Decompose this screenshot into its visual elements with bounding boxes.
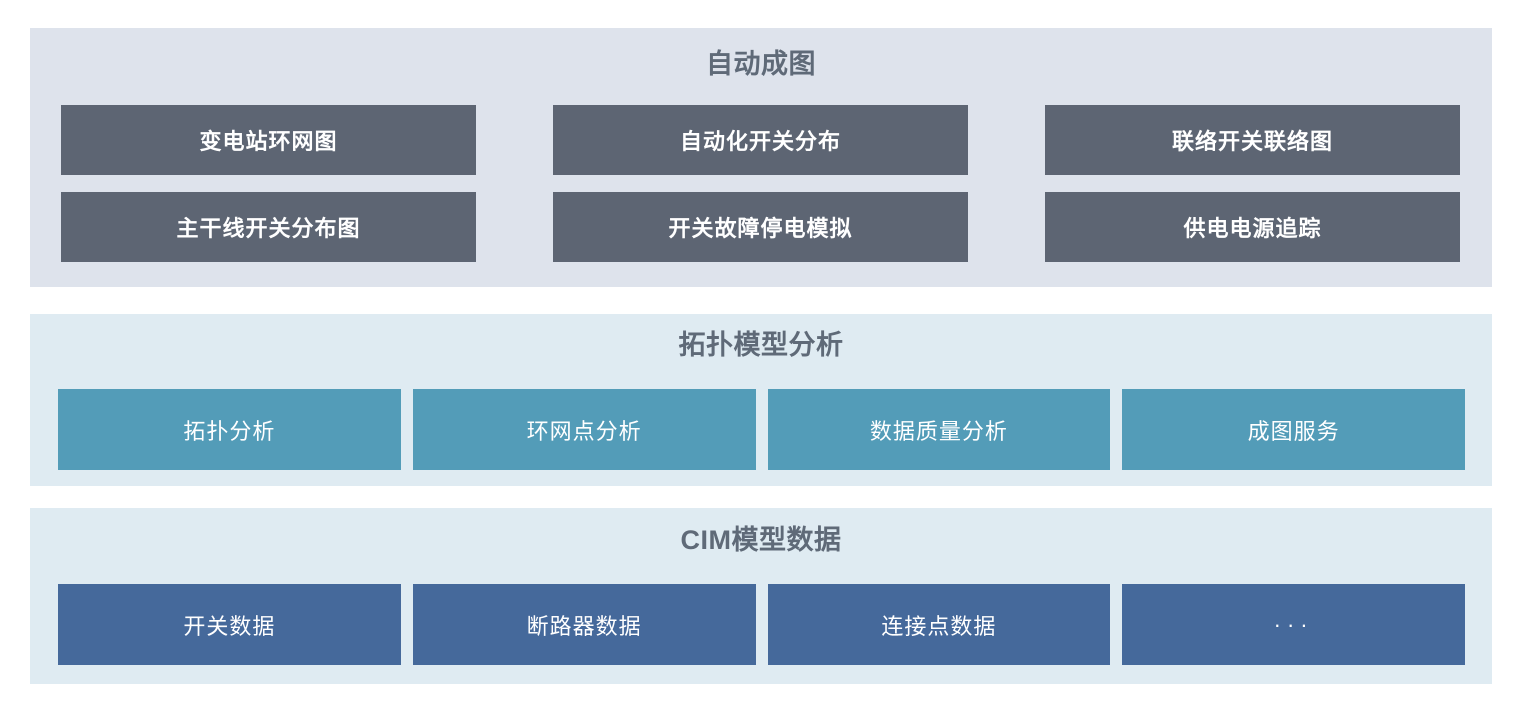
button-label: 拓扑分析	[183, 418, 276, 444]
section-topology-model-analysis: 拓扑模型分析 拓扑分析 环网点分析 数据质量分析 成图服务	[30, 314, 1492, 486]
button-ring-network-point-analysis[interactable]: 环网点分析	[412, 389, 756, 470]
section-auto-mapping: 自动成图 变电站环网图 自动化开关分布 联络开关联络图 主干线开关分布图 开关故…	[30, 28, 1492, 287]
topology-button-grid: 拓扑分析 环网点分析 数据质量分析 成图服务	[58, 389, 1465, 470]
button-trunk-line-switch-distribution-diagram[interactable]: 主干线开关分布图	[61, 192, 476, 262]
button-label: 主干线开关分布图	[176, 216, 361, 241]
button-automation-switch-distribution[interactable]: 自动化开关分布	[553, 105, 968, 175]
button-label: 自动化开关分布	[679, 129, 841, 154]
button-tie-switch-connection-diagram[interactable]: 联络开关联络图	[1045, 105, 1460, 175]
button-mapping-service[interactable]: 成图服务	[1122, 389, 1465, 470]
button-connectivity-node-data[interactable]: 连接点数据	[767, 584, 1111, 665]
section-cim-model-data-title: CIM模型数据	[680, 525, 842, 555]
auto-mapping-button-grid: 变电站环网图 自动化开关分布 联络开关联络图 主干线开关分布图 开关故障停电模拟…	[61, 105, 1461, 262]
cim-button-grid: 开关数据 断路器数据 连接点数据 ···	[58, 584, 1465, 665]
button-label: 开关数据	[183, 613, 276, 639]
button-label: 成图服务	[1247, 418, 1340, 444]
button-power-supply-source-tracing[interactable]: 供电电源追踪	[1045, 192, 1460, 262]
button-label: 环网点分析	[526, 418, 642, 444]
button-topology-analysis[interactable]: 拓扑分析	[58, 389, 401, 470]
button-circuit-breaker-data[interactable]: 断路器数据	[412, 584, 756, 665]
button-label: 联络开关联络图	[1171, 129, 1333, 154]
button-more-data[interactable]: ···	[1122, 584, 1465, 665]
button-label: 断路器数据	[526, 613, 642, 639]
button-switch-data[interactable]: 开关数据	[58, 584, 401, 665]
section-cim-model-data: CIM模型数据 开关数据 断路器数据 连接点数据 ···	[30, 508, 1492, 684]
button-label: 供电电源追踪	[1183, 216, 1322, 241]
button-switch-fault-outage-simulation[interactable]: 开关故障停电模拟	[553, 192, 968, 262]
button-label: 数据质量分析	[869, 418, 1008, 444]
ellipsis-icon: ···	[1273, 611, 1314, 637]
button-label: 变电站环网图	[199, 129, 338, 154]
button-data-quality-analysis[interactable]: 数据质量分析	[767, 389, 1111, 470]
section-auto-mapping-title: 自动成图	[706, 49, 816, 79]
button-label: 开关故障停电模拟	[668, 216, 853, 241]
button-label: 连接点数据	[881, 613, 997, 639]
section-topology-model-analysis-title: 拓扑模型分析	[678, 330, 844, 360]
button-substation-ring-network-diagram[interactable]: 变电站环网图	[61, 105, 476, 175]
